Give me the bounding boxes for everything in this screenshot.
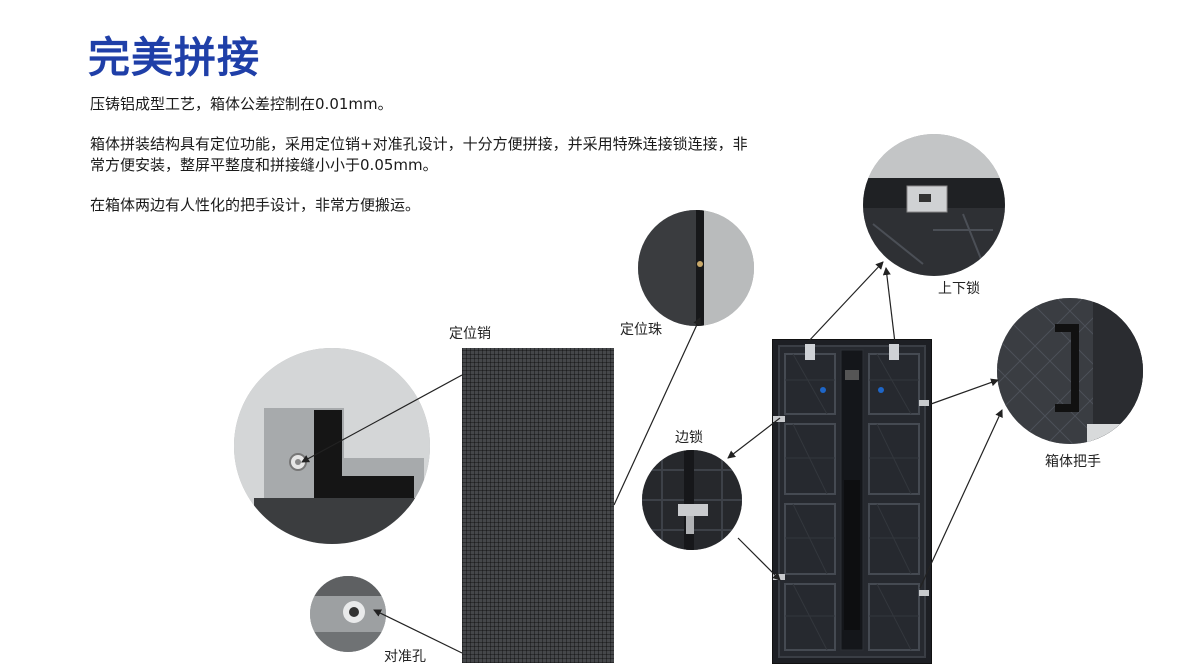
paragraph-die-cast: 压铸铝成型工艺，箱体公差控制在0.01mm。	[90, 95, 393, 113]
paragraph-handle: 在箱体两边有人性化的把手设计，非常方便搬运。	[90, 196, 421, 214]
page-title: 完美拼接	[88, 33, 261, 82]
label-top-bottom-lock: 上下锁	[938, 281, 980, 297]
cabinet-back-image	[773, 340, 931, 663]
label-cabinet-handle: 箱体把手	[1045, 454, 1101, 470]
cabinet-handle-callout-line-2	[919, 409, 1003, 589]
locating-pin-callout-line	[301, 374, 463, 463]
label-locating-pin: 定位销	[449, 326, 491, 342]
top-bottom-lock-detail-image	[863, 134, 1005, 276]
top-bottom-lock-callout-line-1	[806, 261, 884, 344]
locating-bead-callout-line	[613, 317, 701, 506]
top-bottom-lock-callout-line-2	[882, 267, 896, 344]
side-lock-callout-line-2	[737, 537, 781, 581]
side-lock-callout-line-1	[727, 417, 781, 459]
cabinet-handle-callout-line-1	[930, 378, 999, 405]
led-panel-front-image	[462, 348, 614, 663]
side-lock-drawing	[642, 450, 742, 550]
paragraph-assembly: 箱体拼装结构具有定位功能，采用定位销+对准孔设计，十分方便拼接，并采用特殊连接锁…	[90, 135, 748, 174]
label-alignment-hole: 对准孔	[384, 649, 426, 665]
side-lock-detail-image	[642, 450, 742, 550]
label-side-lock: 边锁	[675, 430, 703, 446]
cabinet-back-drawing	[773, 344, 929, 658]
label-locating-bead: 定位珠	[620, 322, 662, 338]
alignment-hole-callout-line	[373, 609, 463, 654]
